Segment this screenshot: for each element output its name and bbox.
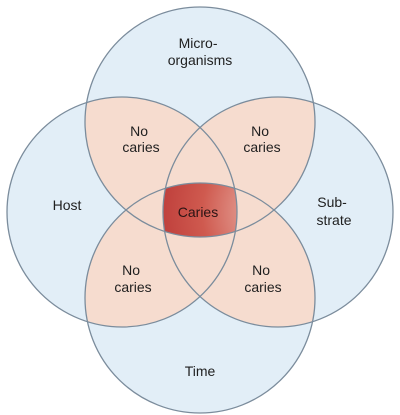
microorganisms-label: Micro- organisms [168,35,233,68]
overlap-bottom-left-line1: No [122,262,140,278]
overlap-top-right-line2: caries [243,139,280,155]
overlap-top-right-line1: No [251,123,269,139]
overlap-top-left-line1: No [130,123,148,139]
overlap-bottom-right-line1: No [252,262,270,278]
caries-center-label: Caries [178,204,218,220]
overlap-top-left-label: No caries [122,123,159,155]
substrate-label-line2: strate [316,212,351,228]
substrate-label-line1: Sub- [317,194,347,210]
circle-outlines [6,6,394,414]
substrate-label: Sub- strate [316,194,351,228]
overlap-bottom-left-line2: caries [114,279,151,295]
overlap-bottom-right-line2: caries [244,279,281,295]
time-outline [84,182,316,414]
substrate-outline [162,96,394,328]
microorganisms-outline [84,6,316,238]
host-label: Host [53,197,82,213]
time-label: Time [185,363,216,379]
host-outline [6,96,238,328]
overlap-bottom-left-label: No caries [114,262,151,295]
overlap-bottom-right-label: No caries [244,262,281,295]
overlap-top-left-line2: caries [122,139,159,155]
overlap-top-right-label: No caries [243,123,280,155]
microorganisms-label-line2: organisms [168,52,233,68]
microorganisms-label-line1: Micro- [179,35,218,51]
